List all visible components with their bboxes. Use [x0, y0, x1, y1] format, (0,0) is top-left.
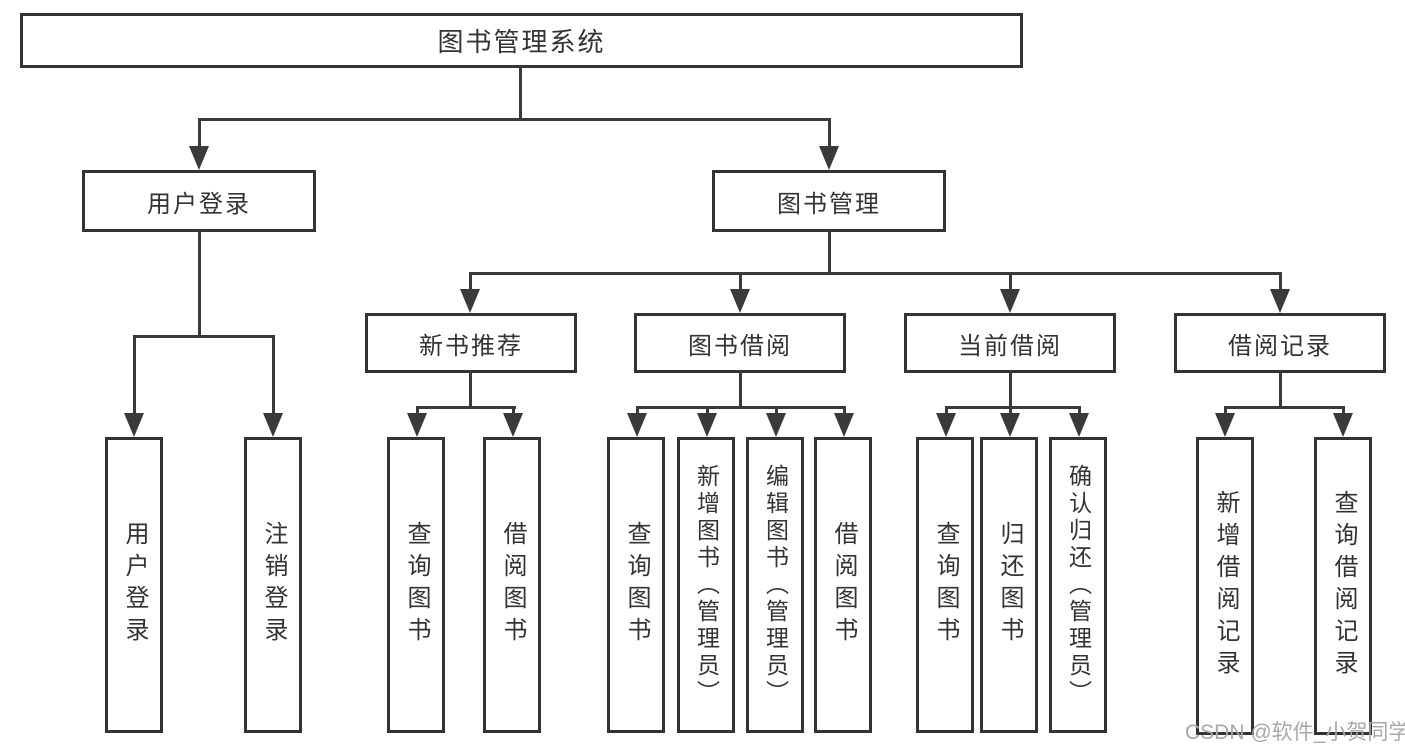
connector-line — [739, 371, 742, 406]
node-new-book-recommend: 新书推荐 — [365, 313, 577, 373]
connector-line — [1009, 272, 1012, 291]
connector-line — [636, 406, 639, 415]
node-label: 编辑图书（管理员） — [762, 463, 789, 707]
arrow-down-icon — [697, 413, 717, 437]
connector-line — [133, 335, 136, 415]
connector-line — [945, 406, 948, 415]
arrow-down-icon — [936, 413, 956, 437]
connector-line — [828, 230, 831, 272]
node-label: 图书借阅 — [688, 332, 792, 360]
connector-line — [828, 118, 831, 148]
arrow-down-icon — [1000, 413, 1020, 437]
connector-line — [198, 118, 201, 148]
node-label: 用户登录 — [147, 190, 251, 218]
arrow-down-icon — [124, 413, 144, 437]
connector-line — [416, 406, 516, 409]
arrow-down-icon — [730, 289, 750, 313]
node-root-label: 图书管理系统 — [437, 27, 606, 57]
arrow-down-icon — [834, 413, 854, 437]
node-borrow-records: 借阅记录 — [1174, 313, 1386, 373]
connector-line — [133, 335, 275, 338]
node-label: 借阅记录 — [1228, 332, 1332, 360]
node-label: 确认归还（管理员） — [1065, 463, 1092, 707]
node-label: 用户登录 — [121, 521, 148, 649]
connector-line — [739, 272, 742, 291]
connector-line — [1279, 272, 1282, 291]
arrow-down-icon — [1333, 413, 1353, 437]
leaf-edit-books-admin: 编辑图书（管理员） — [746, 437, 804, 733]
node-label: 图书管理 — [777, 190, 881, 218]
arrow-down-icon — [1270, 289, 1290, 313]
arrow-down-icon — [766, 413, 786, 437]
connector-line — [1224, 406, 1227, 415]
connector-line — [469, 272, 472, 291]
leaf-logout-login: 注销登录 — [244, 437, 302, 733]
watermark: CSDN @软件_小贺同学 — [1185, 721, 1405, 744]
arrow-down-icon — [263, 413, 283, 437]
connector-line — [843, 406, 846, 415]
connector-line — [416, 406, 419, 415]
connector-line — [1009, 406, 1012, 415]
connector-line — [775, 406, 778, 415]
node-label: 新书推荐 — [419, 332, 523, 360]
node-label: 新增图书（管理员） — [693, 463, 720, 707]
connector-line — [1279, 371, 1282, 406]
leaf-user-login: 用户登录 — [105, 437, 163, 733]
arrow-down-icon — [407, 413, 427, 437]
leaf-borrow-books-borrow: 借阅图书 — [814, 437, 872, 733]
leaf-query-books-recommend: 查询图书 — [387, 437, 445, 733]
connector-line — [1342, 406, 1345, 415]
leaf-add-books-admin: 新增图书（管理员） — [677, 437, 735, 733]
arrow-down-icon — [1215, 413, 1235, 437]
node-book-management-branch: 图书管理 — [712, 170, 946, 232]
connector-line — [1009, 371, 1012, 406]
leaf-borrow-books-recommend: 借阅图书 — [483, 437, 541, 733]
connector-line — [469, 272, 1282, 275]
connector-line — [1078, 406, 1081, 415]
arrow-down-icon — [819, 146, 839, 170]
connector-line — [198, 118, 831, 121]
node-current-borrow: 当前借阅 — [904, 313, 1116, 373]
connector-line — [636, 406, 846, 409]
arrow-down-icon — [503, 413, 523, 437]
leaf-add-borrow-record: 新增借阅记录 — [1196, 437, 1254, 735]
leaf-query-books-current: 查询图书 — [916, 437, 974, 733]
node-book-borrow: 图书借阅 — [634, 313, 846, 373]
connector-line — [1224, 406, 1345, 409]
connector-line — [706, 406, 709, 415]
node-label: 当前借阅 — [958, 332, 1062, 360]
node-label: 查询图书 — [932, 521, 959, 649]
leaf-confirm-return-admin: 确认归还（管理员） — [1049, 437, 1107, 733]
node-user-login-branch: 用户登录 — [82, 170, 316, 232]
node-label: 归还图书 — [996, 521, 1023, 649]
arrow-down-icon — [627, 413, 647, 437]
node-root: 图书管理系统 — [20, 13, 1023, 68]
connector-line — [945, 406, 1080, 409]
leaf-query-books-borrow: 查询图书 — [607, 437, 665, 733]
node-label: 借阅图书 — [830, 521, 857, 649]
arrow-down-icon — [1000, 289, 1020, 313]
arrow-down-icon — [460, 289, 480, 313]
node-label: 查询图书 — [403, 521, 430, 649]
leaf-return-books: 归还图书 — [980, 437, 1038, 733]
node-label: 查询图书 — [623, 521, 650, 649]
leaf-query-borrow-record: 查询借阅记录 — [1314, 437, 1372, 735]
arrow-down-icon — [189, 146, 209, 170]
node-label: 新增借阅记录 — [1212, 490, 1239, 682]
node-label: 借阅图书 — [499, 521, 526, 649]
connector-line — [512, 406, 515, 415]
node-label: 查询借阅记录 — [1330, 490, 1357, 682]
connector-line — [469, 371, 472, 406]
connector-line — [519, 66, 522, 118]
node-label: 注销登录 — [260, 521, 287, 649]
arrow-down-icon — [1069, 413, 1089, 437]
connector-line — [272, 335, 275, 415]
connector-line — [198, 230, 201, 335]
